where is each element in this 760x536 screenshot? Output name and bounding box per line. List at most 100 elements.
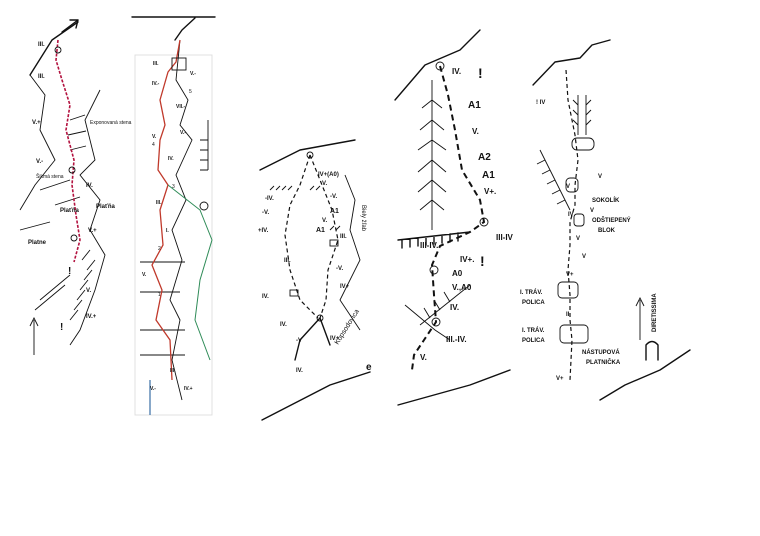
topo2-grade: V. <box>142 272 147 278</box>
topo3-grade: IV. <box>296 368 303 374</box>
topo5-grade: II <box>566 312 570 318</box>
topo-1: III. III. V.+ V.- IV. V.+ V. IV.+ ! ! Ex… <box>19 19 132 355</box>
topo3-note: Kopsodovica <box>334 308 361 346</box>
topo5-vegetation <box>572 95 592 135</box>
topo4-grade: IV. <box>452 67 461 76</box>
topo4-grade: V+. <box>484 187 496 196</box>
topo4-grade: V.,A0 <box>452 283 472 292</box>
topo4-warning: ! <box>478 65 483 81</box>
topo5-start-marker <box>645 340 659 361</box>
topo5-place: POLICA <box>522 300 545 306</box>
topo3-grade: A1 <box>330 208 339 215</box>
topo4-grade: III-IV <box>496 233 514 242</box>
topo3-top-ridge <box>259 139 356 171</box>
topo4-belay <box>431 317 441 327</box>
topo3-belay-bottom <box>316 314 324 322</box>
topo3-grade: IV+(A0) <box>318 172 339 178</box>
topo3-note: e <box>366 362 372 373</box>
topo2-grade: III. <box>170 368 176 374</box>
topo2-grade: III. <box>153 61 159 67</box>
topo2-right-ticks <box>200 120 209 171</box>
topo2-pitch-number: 4 <box>152 142 155 148</box>
topo4-grade: A1 <box>482 170 495 181</box>
topo1-route-line <box>55 39 81 263</box>
topo1-grade: IV. <box>86 183 93 189</box>
topo4-grade: A0 <box>452 269 463 278</box>
topo1-rock-outline <box>19 74 106 346</box>
topo-5: ! IV V V V IV V V V+ II V+ SOKOLÍK ODŠTI… <box>520 39 691 401</box>
topo5-grade: V <box>598 174 602 180</box>
topo3-grade: III. <box>340 234 347 240</box>
topo1-note: Plaťňa <box>96 204 116 210</box>
topo4-warning: ! <box>480 253 485 269</box>
topo3-grade: -V. <box>336 266 343 272</box>
topo4-grade: III-IV. <box>420 241 438 250</box>
topo5-grade: V <box>566 184 570 190</box>
topo3-route-bottom <box>294 317 331 361</box>
topo4-traverse-ticks <box>397 231 471 249</box>
topo1-note: Platne <box>28 240 47 246</box>
topo4-grade: V. <box>472 127 479 136</box>
topo2-pitch-number: 3 <box>172 184 175 190</box>
topo5-ledge-2 <box>559 324 589 344</box>
topo2-grade: IV.- <box>152 81 160 87</box>
topo2-grade: V.- <box>150 386 156 392</box>
topo4-grade: IV+. <box>460 255 474 264</box>
topo2-frame <box>134 54 213 416</box>
topo3-grade: +IV. <box>258 228 269 234</box>
topo3-grade: -IV. <box>265 196 274 202</box>
topo5-top-ridge <box>532 39 611 86</box>
topo1-belay-1 <box>54 46 62 54</box>
topo5-split-block <box>573 213 585 227</box>
topo-4: IV. A1 V. A2 A1 V+. III-IV III-IV. IV+. … <box>394 29 514 406</box>
topo1-grade: V.+ <box>88 228 97 234</box>
topo5-grade: ! IV <box>536 100 545 106</box>
topo1-ridge <box>29 21 79 76</box>
topo5-place: ODŠTIEPENÝ <box>592 216 631 224</box>
topo3-grade: V. <box>322 218 327 224</box>
topo2-ledges <box>140 261 185 356</box>
topo2-variant-line <box>167 184 213 361</box>
topo1-grade: V. <box>86 288 91 294</box>
topo2-pitch-number: 5 <box>189 89 192 95</box>
topo5-grade: V <box>582 254 586 260</box>
topo3-overhang-ticks <box>269 185 341 231</box>
topo1-note: Plaťňa <box>60 208 80 214</box>
topo1-warning: ! <box>60 322 63 333</box>
topo2-grade: IV.+ <box>184 386 193 392</box>
topo5-block-top <box>571 137 595 151</box>
topo4-belay <box>429 265 439 275</box>
topo1-rock-ledges <box>19 114 87 311</box>
topo4-bottom-ridge <box>397 369 511 406</box>
topo2-marker-c <box>199 201 209 211</box>
topo3-grade: III. <box>284 258 291 264</box>
topo5-place: SOKOLÍK <box>592 196 620 204</box>
topo3-grade: -V. <box>262 210 269 216</box>
topo3-grade: IV. <box>280 322 287 328</box>
topo1-belay-2 <box>68 166 76 174</box>
topo2-grade: IV. <box>168 156 174 162</box>
topo2-grade: V.- <box>190 71 196 77</box>
topo2-grade: III. <box>156 200 162 206</box>
topo2-route-line <box>151 39 181 381</box>
topo5-grade: V+ <box>566 272 574 278</box>
topo4-crack-tree <box>417 80 447 230</box>
topo2-top-ridge <box>131 16 216 41</box>
topo2-grade: V. <box>152 134 157 140</box>
topo3-bottom-ridge <box>261 371 371 421</box>
topo1-warning: ! <box>68 266 71 277</box>
topo3-block <box>289 289 299 297</box>
topo3-route-left <box>284 154 319 319</box>
topo5-route-line <box>565 69 579 381</box>
topo4-lower-tree <box>404 284 471 341</box>
topo2-pitch-number: 1 <box>158 292 161 298</box>
topo3-grade: IV+ <box>330 336 340 342</box>
topo5-place: BLOK <box>598 228 616 234</box>
topo3-grade: -V. <box>330 194 337 200</box>
topo5-place: I. TRÁV. <box>520 289 543 296</box>
topo1-grade: V.+ <box>32 120 41 126</box>
topo4-belay <box>435 61 445 71</box>
topo-2: III. V.- IV.- VII.- V.- V. IV. III. I. V… <box>131 16 216 416</box>
topo5-grade: V+ <box>556 376 564 382</box>
